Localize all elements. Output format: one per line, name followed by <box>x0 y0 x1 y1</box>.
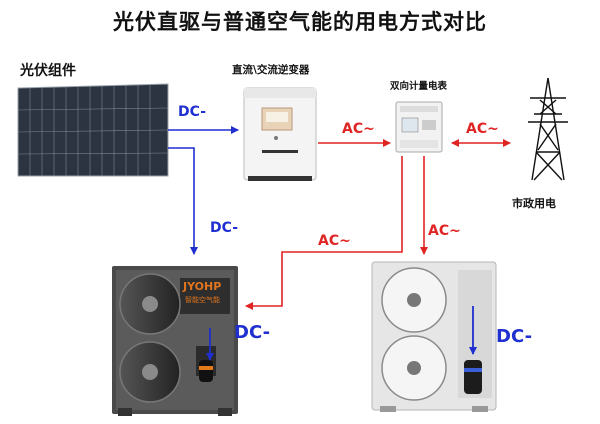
brand-name: JYOHP <box>182 280 221 293</box>
grid-label: 市政用电 <box>512 197 556 210</box>
solar-panel-label: 光伏组件 <box>20 63 76 79</box>
solar-panel <box>17 83 169 177</box>
jyohp-heat-pump-unit <box>112 266 238 416</box>
ac-label-inverter-meter: AC~ <box>342 121 375 137</box>
brand-subtitle: 智能空气能 <box>185 295 220 304</box>
inverter-label: 直流\交流逆变器 <box>232 64 310 76</box>
dc-label-normal-internal: DC- <box>496 326 533 347</box>
normal-air-unit <box>371 261 497 412</box>
dc-label-panel-heatpump: DC- <box>210 220 239 236</box>
bidirectional-meter <box>395 101 443 153</box>
dc-label-panel-inverter: DC- <box>178 104 207 120</box>
ac-label-meter-grid: AC~ <box>466 121 499 137</box>
dc-label-heatpump-internal: DC- <box>234 322 271 343</box>
ac-label-meter-normal: AC~ <box>428 223 461 239</box>
ac-arrow-meter-heatpump <box>245 156 403 310</box>
transmission-tower-icon <box>528 77 568 181</box>
dc-arrow-panel-heatpump <box>168 147 198 255</box>
page-title: 光伏直驱与普通空气能的用电方式对比 <box>113 10 487 34</box>
ac-label-meter-heatpump: AC~ <box>318 233 351 249</box>
inverter <box>243 87 317 181</box>
meter-label: 双向计量电表 <box>390 81 448 92</box>
